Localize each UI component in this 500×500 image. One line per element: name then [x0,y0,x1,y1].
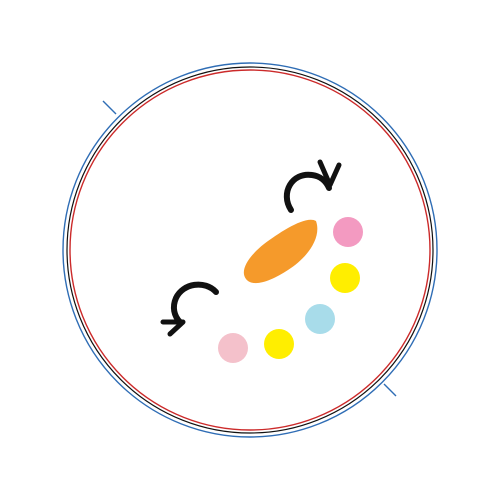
mouth-dot [333,217,363,247]
outer-ring [62,62,438,438]
middle-ring [66,66,434,434]
mouth-dot [264,329,294,359]
carrot-nose-icon [243,219,318,284]
tick-mark-top-left [102,100,117,115]
mouth-dot [305,304,335,334]
mouth-dot [218,333,248,363]
mouth-dots [218,217,363,363]
right-eye-icon [283,159,342,213]
inner-ring [69,69,431,431]
tick-mark-bottom-right [383,383,397,397]
mouth-dot [330,263,360,293]
left-eye-icon [160,281,219,337]
